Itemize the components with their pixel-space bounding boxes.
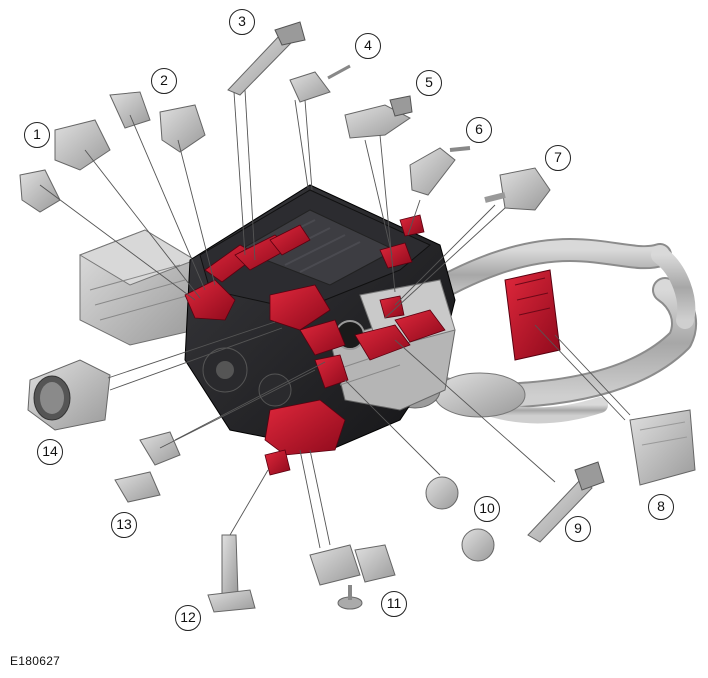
component-4 (289, 64, 351, 103)
component-11 (309, 544, 396, 610)
callout-8: 8 (648, 494, 674, 520)
callout-1: 1 (24, 122, 50, 148)
component-6 (409, 146, 471, 196)
callout-11: 11 (381, 591, 407, 617)
component-14 (27, 359, 111, 431)
leader-lines (39, 89, 631, 549)
component-2 (109, 91, 206, 153)
component-3 (227, 21, 306, 96)
component-13 (114, 431, 181, 503)
component-5 (344, 95, 413, 139)
component-10 (425, 476, 495, 562)
highlighted-components (184, 214, 446, 476)
callout-4: 4 (355, 33, 381, 59)
callout-13: 13 (111, 512, 137, 538)
engine-control-module (504, 269, 561, 361)
callout-10: 10 (474, 496, 500, 522)
callout-2: 2 (151, 68, 177, 94)
component-1 (19, 119, 111, 213)
callout-3: 3 (229, 9, 255, 35)
component-9 (527, 461, 605, 543)
callout-6: 6 (466, 117, 492, 143)
callout-14: 14 (37, 439, 63, 465)
component-7 (484, 167, 551, 211)
callout-7: 7 (545, 145, 571, 171)
component-12 (207, 534, 256, 613)
figure-reference-code: E180627 (10, 654, 61, 668)
component-8 (629, 409, 696, 486)
callout-5: 5 (416, 70, 442, 96)
callout-12: 12 (175, 605, 201, 631)
callout-9: 9 (565, 516, 591, 542)
